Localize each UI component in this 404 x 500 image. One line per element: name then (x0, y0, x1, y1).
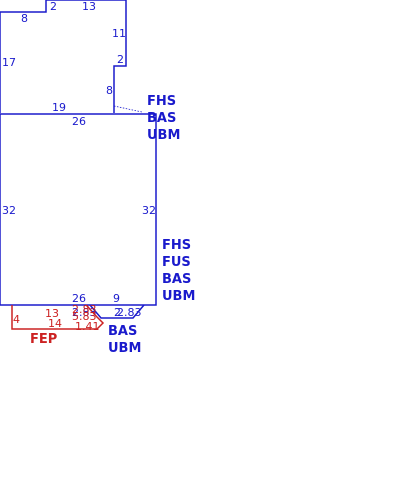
bay-dim-2: 2 (114, 306, 121, 319)
porch-dim-4: 2.83 (72, 303, 97, 316)
main-dim-bottom-right: 9 (113, 292, 120, 305)
porch-section-outline (11, 304, 105, 330)
main-label-4: UBM (162, 289, 195, 304)
upper-dim-6: 2 (117, 53, 124, 66)
porch-dim-6: 1.41 (75, 320, 100, 333)
upper-label-2: BAS (147, 111, 176, 126)
bay-label-2: UBM (108, 341, 141, 356)
upper-dim-2: 2 (50, 0, 57, 13)
upper-label-leader (113, 105, 143, 113)
main-label-2: FUS (162, 255, 191, 270)
porch-dim-1: 4 (13, 313, 20, 326)
main-dim-right: 32 (142, 204, 156, 217)
porch-dim-2: 13 (45, 307, 59, 320)
main-dim-bottom: 26 (72, 292, 86, 305)
bay-dim-3: 2.83 (117, 306, 142, 319)
upper-dim-3: 13 (82, 0, 96, 13)
upper-label-3: UBM (147, 128, 180, 143)
porch-dim-3: 14 (48, 317, 62, 330)
bay-label-1: BAS (108, 324, 137, 339)
upper-section-outline (0, 0, 127, 113)
main-dim-left: 32 (2, 204, 16, 217)
main-label-3: BAS (162, 272, 191, 287)
upper-dim-4: 11 (112, 27, 126, 40)
bay-dim-1: 2.83 (72, 306, 97, 319)
upper-label-1: FHS (147, 94, 176, 109)
main-dim-top: 26 (72, 115, 86, 128)
upper-dim-7: 8 (106, 84, 113, 97)
main-section-outline (0, 113, 157, 306)
bay-section-outline (89, 304, 145, 319)
main-label-1: FHS (162, 238, 191, 253)
upper-dim-1: 8 (21, 12, 28, 25)
upper-dim-8: 19 (52, 101, 66, 114)
porch-dim-5: 5.83 (72, 310, 97, 323)
upper-dim-5: 17 (2, 56, 16, 69)
porch-label-1: FEP (30, 332, 57, 347)
